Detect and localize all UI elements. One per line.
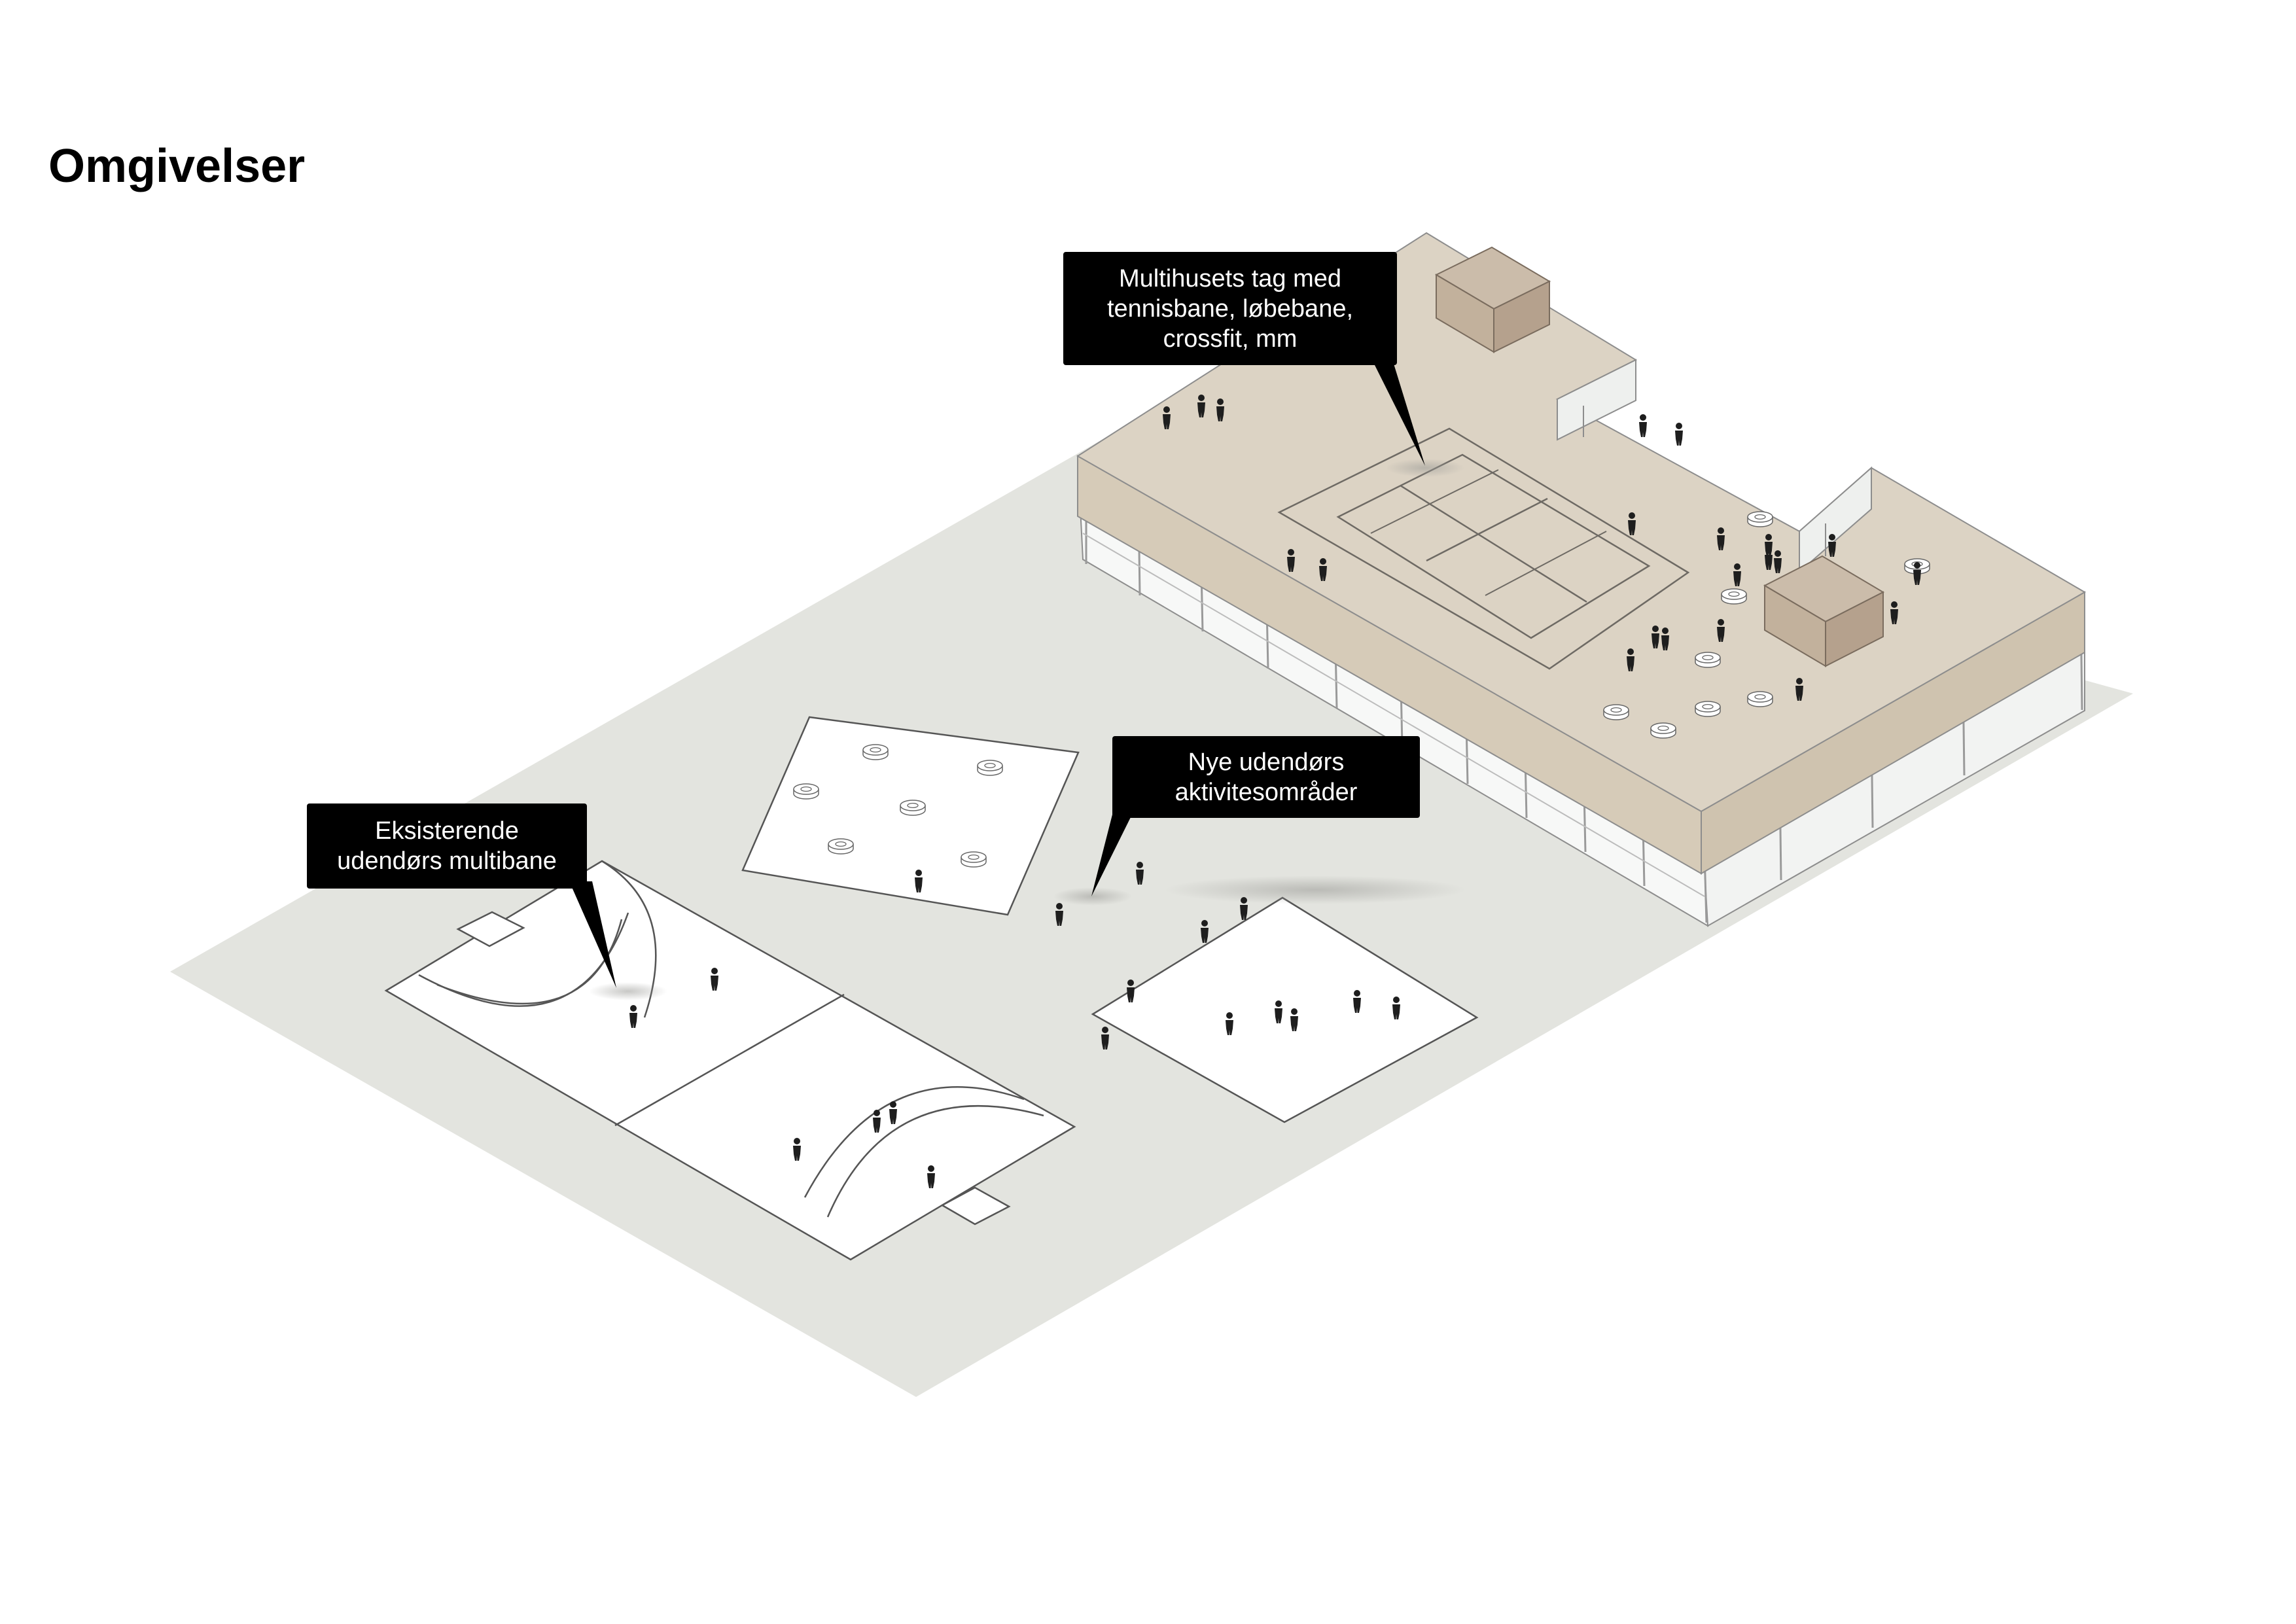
callout-new-areas-pointer [1091, 815, 1132, 896]
callout-existing-court-pointer [569, 881, 616, 988]
activity-area-open [1091, 896, 1479, 1123]
callout-roof-label: Multihusets tag med tennisbane, løbebane… [1063, 252, 1397, 365]
building-roof [1076, 232, 2087, 875]
existing-multicourt [384, 860, 1076, 1261]
callout-new-areas-label: Nye udendørs aktivitesområder [1112, 736, 1420, 818]
callout-roof-line-1: Multihusets tag med [1118, 264, 1342, 292]
callout-new-areas-line-2: aktivitesområder [1174, 778, 1358, 806]
callout-roof-pointer [1374, 364, 1425, 466]
callout-roof-line-3: crossfit, mm [1163, 325, 1298, 353]
roof-tennis-court [1277, 427, 1690, 670]
callout-roof-line-2: tennisbane, løbebane, [1106, 294, 1354, 323]
page-title: Omgivelser [48, 140, 306, 192]
callout-existing-court-line-2: udendørs multibane [337, 847, 557, 875]
roof-box-south [1763, 555, 1885, 667]
callout-existing-court-label: Eksisterende udendørs multibane [307, 803, 587, 889]
roof-box-north [1434, 246, 1551, 353]
callout-pointers [569, 364, 1425, 988]
callout-existing-court-line-1: Eksisterende [375, 817, 519, 845]
callout-new-areas-line-1: Nye udendørs [1188, 748, 1345, 776]
